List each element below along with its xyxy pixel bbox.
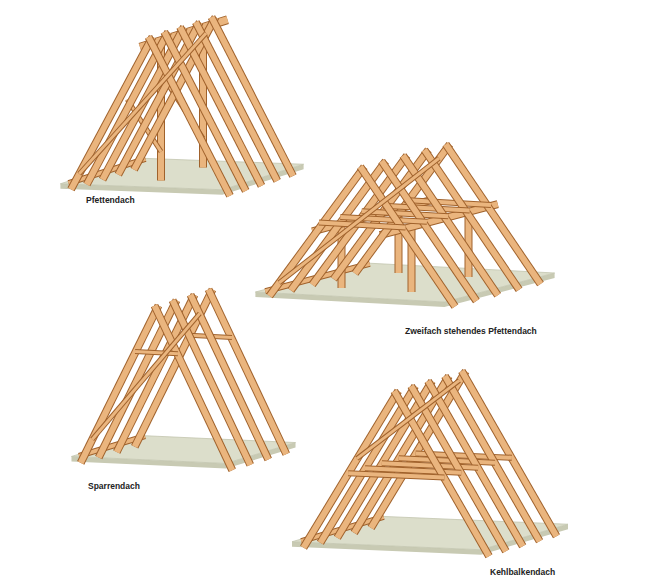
rafter-outline [155, 306, 233, 471]
rafter [424, 150, 519, 290]
tie-beam [319, 223, 406, 228]
tie-beam [340, 217, 427, 222]
rafter [155, 306, 233, 471]
rafter-outline [360, 167, 455, 307]
tie-beam-outline [340, 217, 427, 222]
wind-brace [92, 313, 200, 439]
rafter-outline [304, 391, 399, 548]
rafter-outline [164, 32, 246, 191]
rafter [382, 161, 477, 301]
roof-kehl [292, 371, 568, 556]
wind-brace [279, 158, 439, 283]
tie-beam [383, 206, 470, 211]
collar-beam [348, 473, 444, 477]
roof-sparren [71, 289, 295, 470]
rafter [446, 144, 541, 284]
rafter-outline [191, 295, 269, 460]
wind-brace [357, 380, 460, 458]
rafter-outline [382, 161, 477, 301]
rafter [191, 295, 269, 460]
roof-type-label: Kehlbalkendach [490, 568, 555, 577]
tie-beam-outline [404, 200, 491, 205]
rafter [173, 300, 251, 465]
rafter [209, 289, 287, 454]
roof-pfette [60, 17, 303, 196]
rafter-outline [209, 289, 287, 454]
collar-beam [135, 352, 178, 354]
tie-beam-outline [383, 206, 470, 211]
roof-type-label: Sparrendach [88, 482, 140, 491]
rafter-outline [446, 144, 541, 284]
tie-beam-outline [319, 223, 406, 228]
wind-brace-outline [279, 158, 439, 283]
rafter [304, 391, 399, 548]
collar-beam-outline [135, 352, 178, 354]
rafter [360, 167, 455, 307]
collar-beam-outline [348, 473, 444, 477]
rafter-outline [424, 150, 519, 290]
tie-beam-outline [362, 211, 449, 216]
tie-beam [404, 200, 491, 205]
rafter [149, 37, 231, 196]
wind-brace [79, 33, 206, 174]
rafter-outline [149, 37, 231, 196]
rafter-outline [173, 300, 251, 465]
wind-brace-outline [92, 313, 200, 439]
tie-beam [362, 211, 449, 216]
wind-brace-outline [79, 33, 206, 174]
wind-brace-outline [357, 380, 460, 458]
roof-zweifach [255, 144, 554, 307]
roof-type-label: Pfettendach [86, 196, 135, 205]
roof-type-label: Zweifach stehendes Pfettendach [405, 327, 537, 336]
rafter [164, 32, 246, 191]
